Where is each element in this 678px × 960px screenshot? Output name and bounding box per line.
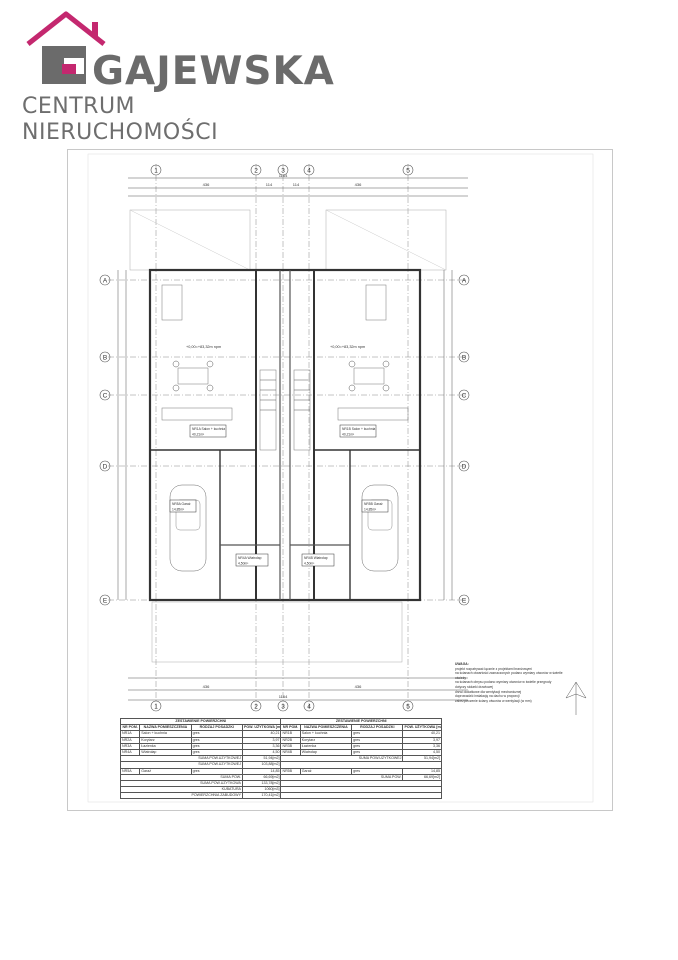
dimension-label: 436 xyxy=(355,182,362,187)
axis-column-label: 2 xyxy=(254,168,258,175)
axis-row-label: D xyxy=(462,464,467,471)
room-tag-area: 40,21m² xyxy=(192,433,205,437)
dimension-label: 436 xyxy=(203,684,210,689)
table-header: NR POM. xyxy=(119,724,141,732)
table-header: POW. UŻYTKOWA [m2] xyxy=(402,724,442,732)
axis-column-label: 4 xyxy=(307,704,311,711)
note-item: na ścianach obrysu podano wymiary otworó… xyxy=(455,680,552,685)
table-header: NAZWA POMIESZCZENIA xyxy=(139,724,192,732)
room-tag: NR5A Garaż 14,85m² xyxy=(169,499,197,513)
sum-label: POWIERZCHNIA ZABUDOWY xyxy=(120,792,243,800)
axis-column-label: 2 xyxy=(254,704,258,711)
total-width-label: 1164 xyxy=(279,173,288,178)
drawing-notes: UWAGA: projekt rozpatrywać łącznie z pro… xyxy=(455,662,573,703)
floor-plan-sheet: 1 2 3 4 5 1 2 3 4 5 A B C D E A B C D E … xyxy=(67,149,613,811)
brand-subtitle: CENTRUM NIERUCHOMOŚCI xyxy=(22,94,219,145)
room-tag-area: 14,85m² xyxy=(364,508,377,512)
brand-name: GAJEWSKA xyxy=(92,49,335,94)
note-item: drzwi dodatkowe dla wentylacji mechanicz… xyxy=(455,689,522,694)
axis-row-label: B xyxy=(103,355,107,362)
axis-row-label: C xyxy=(462,393,467,400)
note-item: zabezpieczenie ściany otworów w wentylac… xyxy=(455,698,532,703)
room-tag: NR1A Salon + kuchnia 40,21m² xyxy=(189,424,227,438)
axis-column-markers: 1 2 3 4 5 1 2 3 4 5 xyxy=(150,164,414,712)
axis-column-label: 1 xyxy=(154,168,158,175)
note-item: na ścianach otwartości zaznaczonych poda… xyxy=(455,671,563,680)
area-schedule-table: ZESTAWIENIE POWIERZCHNI ZESTAWIENIE POWI… xyxy=(119,717,442,800)
table-row: POWIERZCHNIA ZABUDOWY 170,41[m2] xyxy=(120,792,442,800)
room-tag-name: NR1B Salon + kuchnia xyxy=(342,427,375,431)
axis-column-label: 1 xyxy=(154,704,158,711)
dimension-label: 114 xyxy=(293,182,300,187)
axis-column-label: 5 xyxy=(406,168,410,175)
room-tag: NR4B Wiatrołap 4,50m² xyxy=(301,553,335,567)
axis-column-label: 3 xyxy=(281,168,285,175)
dimension-label: 436 xyxy=(355,684,362,689)
notes-title: UWAGA: xyxy=(455,662,469,666)
room-tag-name: NR4B Wiatrołap xyxy=(304,556,328,560)
table-header: POW. UŻYTKOWA [m2] xyxy=(241,724,282,732)
level-label: +0,00=+83,32m npm xyxy=(330,345,365,349)
company-logo: GAJEWSKA CENTRUM NIERUCHOMOŚCI xyxy=(0,0,334,145)
table-header: NR POM. xyxy=(280,724,301,732)
table-header: NAZWA POMIESZCZENIA xyxy=(299,724,353,732)
axis-row-label: B xyxy=(462,355,466,362)
room-tag-area: 14,85m² xyxy=(172,508,185,512)
room-tag: NR5B Garaż 14,85m² xyxy=(361,499,389,513)
room-tag: NR1B Salon + kuchnia 40,21m² xyxy=(339,424,377,438)
axis-row-label: E xyxy=(103,598,108,605)
room-tag-name: NR4A Wiatrołap xyxy=(238,556,262,560)
room-tag: NR4A Wiatrołap 4,50m² xyxy=(235,553,269,567)
house-logo-icon xyxy=(26,11,106,84)
note-item: doprowadzić instalację na dachu w propor… xyxy=(455,694,520,699)
room-tag-name: NR5B Garaż xyxy=(364,502,383,506)
axis-column-label: 5 xyxy=(406,704,410,711)
note-item: dotyczy stolarki drzwiowej xyxy=(455,684,493,689)
axis-row-label: E xyxy=(462,598,467,605)
axis-row-label: D xyxy=(103,464,108,471)
dimension-label: 114 xyxy=(266,182,273,187)
axis-column-label: 3 xyxy=(281,704,285,711)
note-item: projekt rozpatrywać łącznie z projektami… xyxy=(455,666,532,671)
axis-row-label: A xyxy=(462,278,467,285)
dimension-label: 436 xyxy=(203,182,210,187)
room-tag-area: 4,50m² xyxy=(304,562,315,566)
sum-value: 170,41[m2] xyxy=(241,792,282,800)
axis-row-label: C xyxy=(103,393,108,400)
floor-plan-drawing: 1 2 3 4 5 1 2 3 4 5 A B C D E A B C D E … xyxy=(87,153,594,803)
room-tag-name: NR1A Salon + kuchnia xyxy=(192,427,225,431)
axis-column-label: 4 xyxy=(307,168,311,175)
axis-row-markers: A B C D E A B C D E xyxy=(99,274,470,606)
level-label: +0,00=+83,32m npm xyxy=(186,345,221,349)
total-width-label: 1164 xyxy=(279,694,288,699)
axis-row-label: A xyxy=(103,278,108,285)
room-tag-area: 40,21m² xyxy=(342,433,355,437)
room-tag-area: 4,50m² xyxy=(238,562,249,566)
room-tag-name: NR5A Garaż xyxy=(172,502,191,506)
